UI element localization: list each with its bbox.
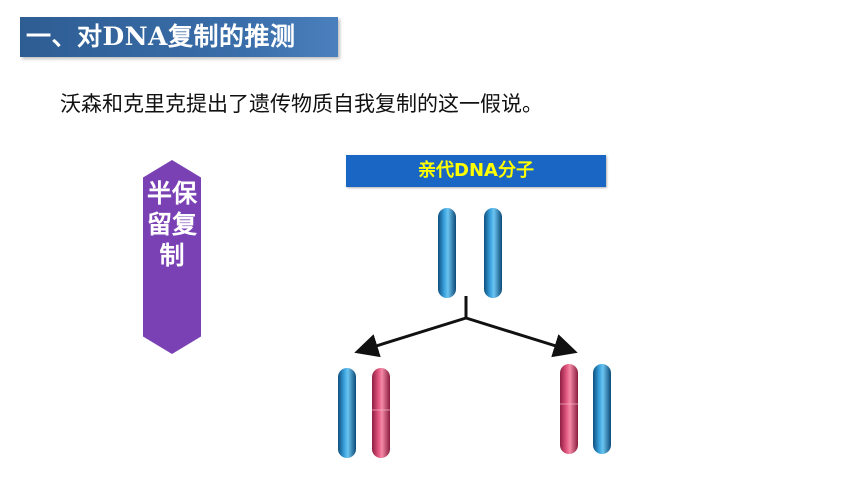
section-title-prefix: 一、对 bbox=[26, 22, 103, 51]
parent-strand-left bbox=[438, 208, 456, 298]
section-title: 一、对DNA复制的推测 bbox=[20, 17, 338, 57]
section-title-suffix: 复制的推测 bbox=[167, 22, 296, 51]
hypothesis-label: 半保留复制 bbox=[146, 179, 197, 270]
daughter1-new-strand bbox=[372, 368, 390, 458]
arrow-right bbox=[465, 316, 578, 358]
daughter1-old-strand bbox=[338, 368, 356, 458]
intro-text: 沃森和克里克提出了遗传物质自我复制的这一假说。 bbox=[60, 92, 543, 116]
hypothesis-hexagon bbox=[143, 160, 201, 354]
parent-dna-label: 亲代DNA分子 bbox=[346, 155, 606, 187]
daughter2-new-strand bbox=[560, 364, 578, 454]
section-title-dna: DNA bbox=[102, 22, 168, 51]
arrow-left bbox=[354, 316, 467, 358]
daughter2-old-strand bbox=[593, 364, 611, 454]
parent-strand-right bbox=[484, 208, 502, 298]
